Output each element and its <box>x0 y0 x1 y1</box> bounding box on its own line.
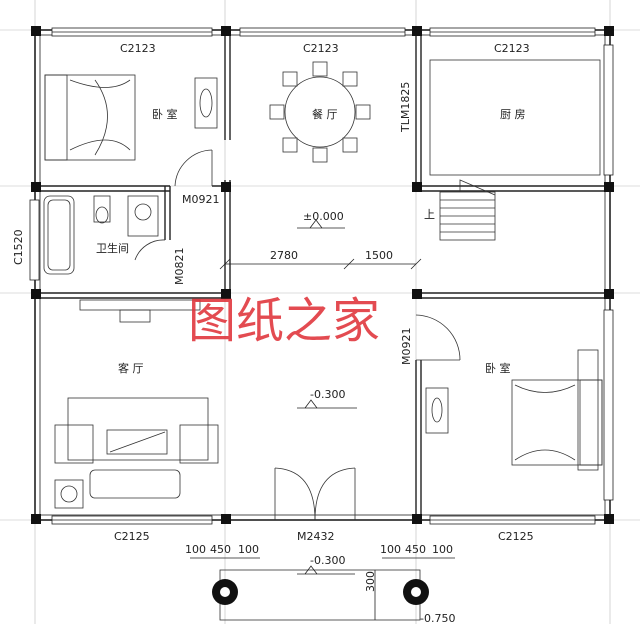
room-label-bedroom-nw: 卧 室 <box>152 107 178 121</box>
bed-nw <box>44 74 218 161</box>
door-label-kitchen: TLM1825 <box>399 82 412 133</box>
elevation-entrance: -0.300 <box>310 554 345 567</box>
room-label-dining: 餐 厅 <box>312 107 338 121</box>
door-label-main: M2432 <box>297 530 335 543</box>
dining-table <box>269 61 371 163</box>
elevation-markers <box>297 219 357 575</box>
window-label-sw: C2125 <box>114 530 150 543</box>
window-label-n: C2123 <box>303 42 339 55</box>
dimension-left-b: 450 <box>210 543 231 556</box>
elevation-living: -0.300 <box>310 388 345 401</box>
dimension-step: 300 <box>364 571 377 592</box>
door-swings <box>134 149 461 521</box>
dimension-left-a: 100 <box>185 543 206 556</box>
entrance <box>212 569 429 621</box>
watermark: 图纸之家 <box>188 293 380 349</box>
interior-walls <box>35 30 610 520</box>
bed-se <box>425 349 603 471</box>
window-label-ne: C2123 <box>494 42 530 55</box>
exterior-walls <box>34 29 611 521</box>
door-label-bath: M0821 <box>173 248 186 286</box>
dimension-1500: 1500 <box>365 249 393 262</box>
room-label-bedroom-se: 卧 室 <box>485 361 511 375</box>
dimension-2780: 2780 <box>270 249 298 262</box>
dimension-right-a: 100 <box>380 543 401 556</box>
dimension-right-b: 450 <box>405 543 426 556</box>
window-label-bath: C1520 <box>12 229 25 265</box>
bathroom-fixtures <box>43 195 159 275</box>
dimension-right-c: 100 <box>432 543 453 556</box>
dimension-lines <box>190 258 455 620</box>
living-furniture <box>54 299 219 509</box>
stair-up-label: 上 <box>424 208 435 221</box>
dimension-left-c: 100 <box>238 543 259 556</box>
stairs <box>439 179 496 241</box>
windows <box>29 27 614 525</box>
door-label-bed-se: M0921 <box>400 328 413 366</box>
door-label-bed-nw: M0921 <box>182 193 220 206</box>
room-label-living: 客 厅 <box>118 361 144 375</box>
columns <box>31 26 614 524</box>
room-label-bathroom: 卫生间 <box>96 241 129 255</box>
room-label-kitchen: 厨 房 <box>500 108 526 121</box>
elevation-center: ±0.000 <box>303 210 344 223</box>
window-label-se: C2125 <box>498 530 534 543</box>
window-label-nw: C2123 <box>120 42 156 55</box>
kitchen-counter <box>429 59 601 176</box>
elevation-outside: -0.750 <box>420 612 455 624</box>
